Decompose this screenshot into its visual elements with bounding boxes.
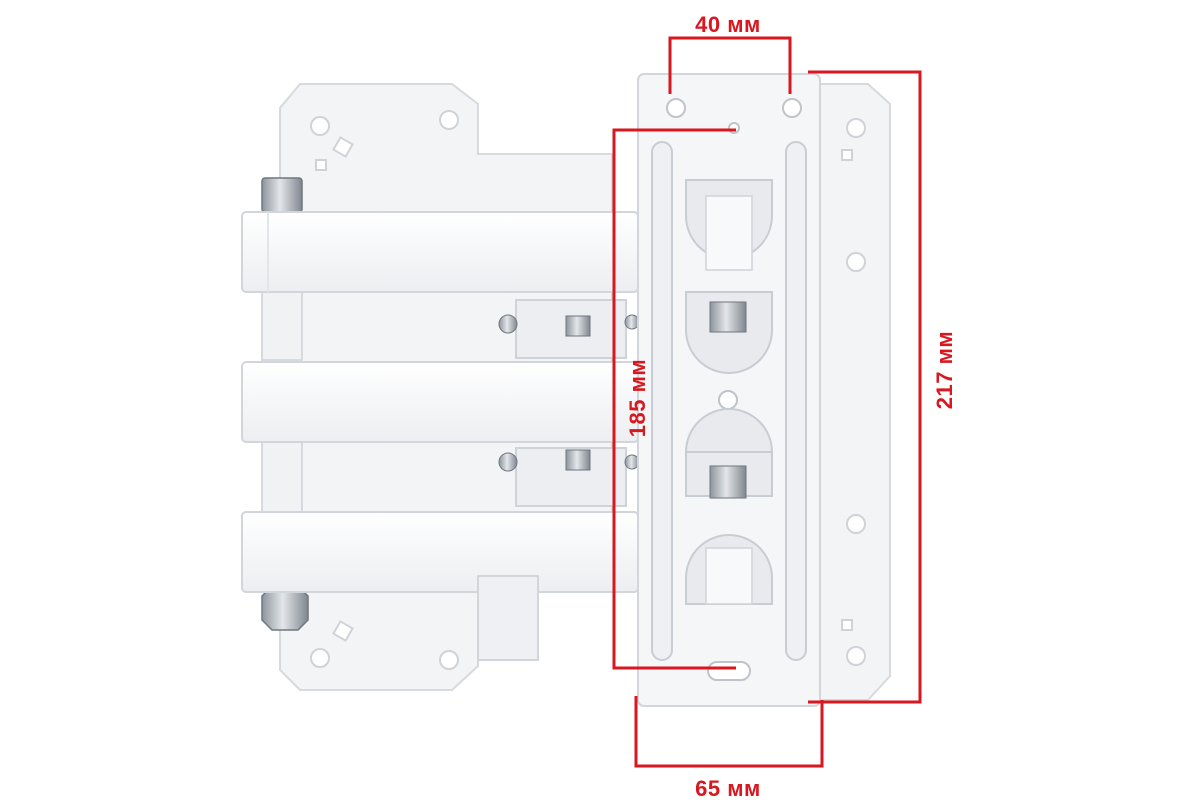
pivot-bolt-top (261, 177, 303, 213)
dimension-label-left: 185 мм (625, 358, 650, 438)
tv-plate (819, 83, 891, 701)
mounting-hole (782, 98, 802, 118)
bottom-slot (707, 661, 751, 681)
arm-bottom (241, 511, 639, 661)
dimension-label-right: 217 мм (932, 330, 957, 410)
vertical-tv-bracket (637, 73, 821, 707)
hinge-column-bottom (261, 441, 303, 513)
nut-lower (709, 465, 747, 499)
arm-top (241, 211, 639, 293)
dimension-lines (612, 36, 922, 768)
side-slot-left (651, 141, 673, 661)
dimension-line-left (612, 128, 736, 670)
dimension-label-top: 40 мм (695, 12, 761, 37)
dimension-line-bottom (634, 696, 824, 768)
linkage-bracket-upper (498, 299, 640, 359)
side-slot-right (785, 141, 807, 661)
nut-upper (709, 301, 747, 333)
dimension-line-top (668, 36, 792, 94)
dimension-line-right (808, 70, 922, 704)
mounting-hole (666, 98, 686, 118)
dimension-label-bottom: 65 мм (695, 776, 761, 801)
hinge-column-top (261, 289, 303, 361)
linkage-bracket-lower (498, 447, 640, 507)
arm-middle (241, 361, 639, 443)
